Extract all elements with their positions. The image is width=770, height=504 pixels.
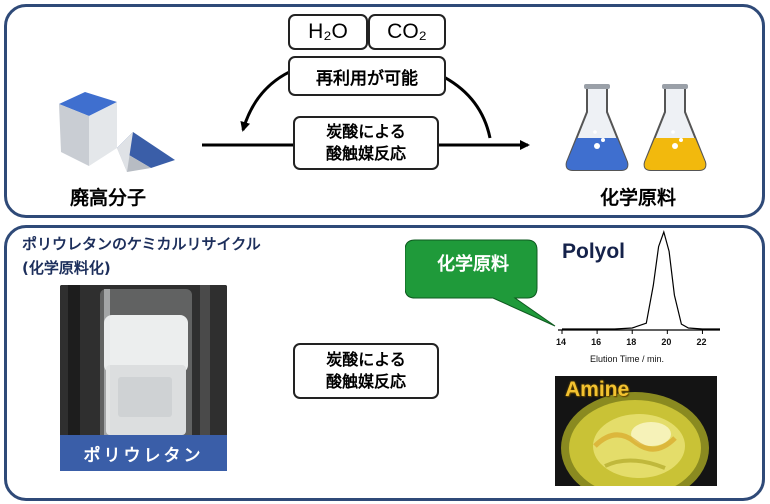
chemical-feedstock-label: 化学原料 <box>600 187 677 209</box>
h2o-label: H₂O <box>308 20 348 43</box>
catalyst-line2-bottom: 酸触媒反応 <box>325 372 406 391</box>
axis-title: Elution Time / min. <box>590 354 665 364</box>
catalyst-line1-bottom: 炭酸による <box>326 350 406 369</box>
reusable-box: 再利用が可能 <box>288 56 446 96</box>
polyol-trace <box>562 229 720 330</box>
callout-label: 化学原料 <box>437 254 509 275</box>
polyol-label: Polyol <box>562 240 626 263</box>
amine-photo <box>555 376 717 486</box>
polyurethane-caption: ポリウレタン <box>60 435 227 471</box>
flasks-icon <box>565 84 707 171</box>
h2o-box: H₂O <box>288 14 368 50</box>
catalyst-box-top: 炭酸による 酸触媒反応 <box>293 116 439 170</box>
catalyst-box-bottom: 炭酸による 酸触媒反応 <box>293 343 439 399</box>
yellow-flask-icon <box>643 84 707 171</box>
section-title: ポリウレタンのケミカルリサイクル (化学原料化) <box>22 232 261 280</box>
catalyst-line1: 炭酸による <box>326 122 406 141</box>
x-tick-label: 14 <box>556 337 567 347</box>
reusable-label: 再利用が可能 <box>316 68 418 89</box>
amine-label: Amine <box>565 378 630 401</box>
catalyst-line2: 酸触媒反応 <box>325 144 406 163</box>
x-tick-label: 20 <box>661 337 672 347</box>
callout-bubble <box>405 239 556 327</box>
waste-polymer-label: 廃高分子 <box>70 187 147 209</box>
waste-polymer-cube-icon <box>59 92 175 172</box>
x-tick-label: 22 <box>696 337 707 347</box>
blue-flask-icon <box>565 84 629 171</box>
co2-box: CO₂ <box>368 14 446 50</box>
section-title-line1: ポリウレタンのケミカルリサイクル <box>22 235 261 253</box>
co2-label: CO₂ <box>387 20 427 43</box>
x-tick-label: 18 <box>626 337 637 347</box>
section-title-line2: (化学原料化) <box>22 259 111 277</box>
x-tick-label: 16 <box>591 337 602 347</box>
